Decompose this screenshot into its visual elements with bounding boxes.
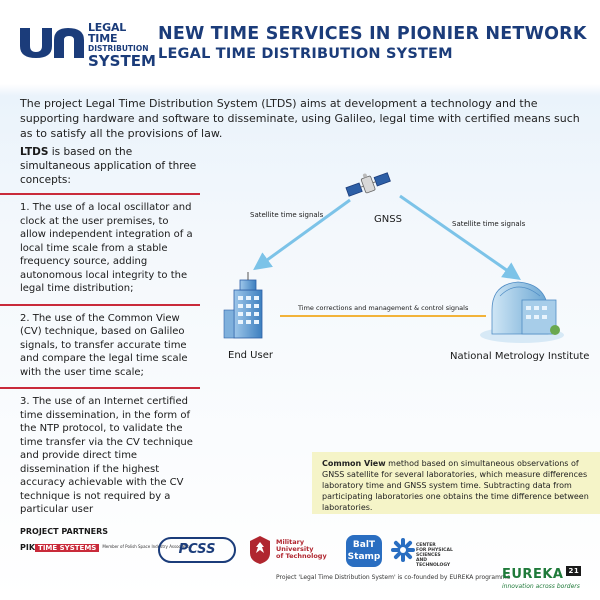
ltds-logo-icon bbox=[20, 28, 84, 58]
end-user-label: End User bbox=[228, 350, 274, 361]
office-building-icon bbox=[223, 272, 263, 339]
pik-badge: TIME SYSTEMS bbox=[35, 544, 100, 552]
common-view-text: method based on simultaneous observation… bbox=[322, 459, 589, 512]
concept-item-1: 1. The use of a local oscillator and clo… bbox=[0, 193, 200, 304]
common-view-box: Common View method based on simultaneous… bbox=[312, 452, 600, 514]
satellite-signal-arrow-right bbox=[399, 194, 521, 281]
nmi-label: National Metrology Institute bbox=[450, 351, 589, 362]
pik-membership: Member of Polish Space Industry Associat… bbox=[102, 544, 192, 550]
concepts-column: LTDS is based on the simultaneous applic… bbox=[0, 145, 200, 525]
ltds-diagram: GNSS End User National Metrology Institu… bbox=[223, 172, 589, 362]
baltstamp-logo: BalT Stamp bbox=[346, 535, 382, 567]
satellite-signals-right-label: Satellite time signals bbox=[452, 220, 526, 228]
mut-logo: Military University of Technology bbox=[248, 535, 338, 567]
mut-line-1: Military bbox=[276, 538, 305, 546]
logo-line2: DISTRIBUTION bbox=[88, 44, 149, 53]
mut-text: Military University of Technology bbox=[276, 539, 327, 560]
concept-item-3: 3. The use of an Internet certified time… bbox=[0, 387, 200, 525]
cft-logo: CENTER FOR PHYSICAL SCIENCES AND TECHNOL… bbox=[390, 535, 462, 568]
cft-line-3: AND TECHNOLOGY bbox=[416, 558, 451, 568]
logo-text: LEGAL TIME DISTRIBUTION SYSTEM bbox=[88, 21, 156, 70]
balt-line-2: Stamp bbox=[347, 552, 381, 562]
logo-line3: SYSTEM bbox=[88, 51, 156, 70]
corrections-link-label: Time corrections and management & contro… bbox=[297, 304, 469, 312]
mut-line-3: of Technology bbox=[276, 552, 327, 560]
funding-note: Project 'Legal Time Distribution System'… bbox=[276, 574, 511, 581]
eureka-text: EUREKA bbox=[502, 567, 564, 582]
eureka-tagline: innovation across borders bbox=[502, 583, 580, 590]
eureka-number: 21 bbox=[566, 566, 582, 576]
concepts-intro: LTDS is based on the simultaneous applic… bbox=[0, 145, 200, 187]
pcss-logo: PCSS bbox=[158, 537, 236, 563]
pik-prefix: PIK bbox=[20, 543, 36, 552]
concepts-intro-text: is based on the simultaneous application… bbox=[20, 146, 197, 186]
satellite-signals-left-label: Satellite time signals bbox=[250, 211, 324, 219]
mut-line-2: University bbox=[276, 545, 314, 553]
concepts-intro-bold: LTDS bbox=[20, 146, 49, 158]
cft-line-2: FOR PHYSICAL SCIENCES bbox=[416, 548, 453, 558]
eagle-emblem-icon bbox=[250, 536, 270, 564]
intro-paragraph: The project Legal Time Distribution Syst… bbox=[20, 97, 580, 140]
partners-title: PROJECT PARTNERS bbox=[20, 527, 109, 536]
balt-line-1: BalT bbox=[352, 540, 376, 550]
page-subtitle: LEGAL TIME DISTRIBUTION SYSTEM bbox=[158, 46, 453, 62]
cft-text: CENTER FOR PHYSICAL SCIENCES AND TECHNOL… bbox=[416, 543, 462, 568]
satellite-icon bbox=[345, 172, 391, 197]
satellite-signal-arrow-left bbox=[253, 198, 351, 271]
cft-line-1: CENTER bbox=[416, 543, 436, 548]
header: LEGAL TIME DISTRIBUTION SYSTEM NEW TIME … bbox=[0, 0, 600, 82]
concept-item-2: 2. The use of the Common View (CV) techn… bbox=[0, 303, 200, 388]
logo-line1: LEGAL TIME bbox=[88, 21, 127, 45]
common-view-bold: Common View bbox=[322, 459, 386, 468]
gnss-label: GNSS bbox=[374, 214, 402, 225]
metrology-institute-icon bbox=[480, 281, 564, 343]
cft-star-icon bbox=[391, 538, 415, 562]
page-title: NEW TIME SERVICES IN PIONIER NETWORK bbox=[158, 24, 587, 44]
